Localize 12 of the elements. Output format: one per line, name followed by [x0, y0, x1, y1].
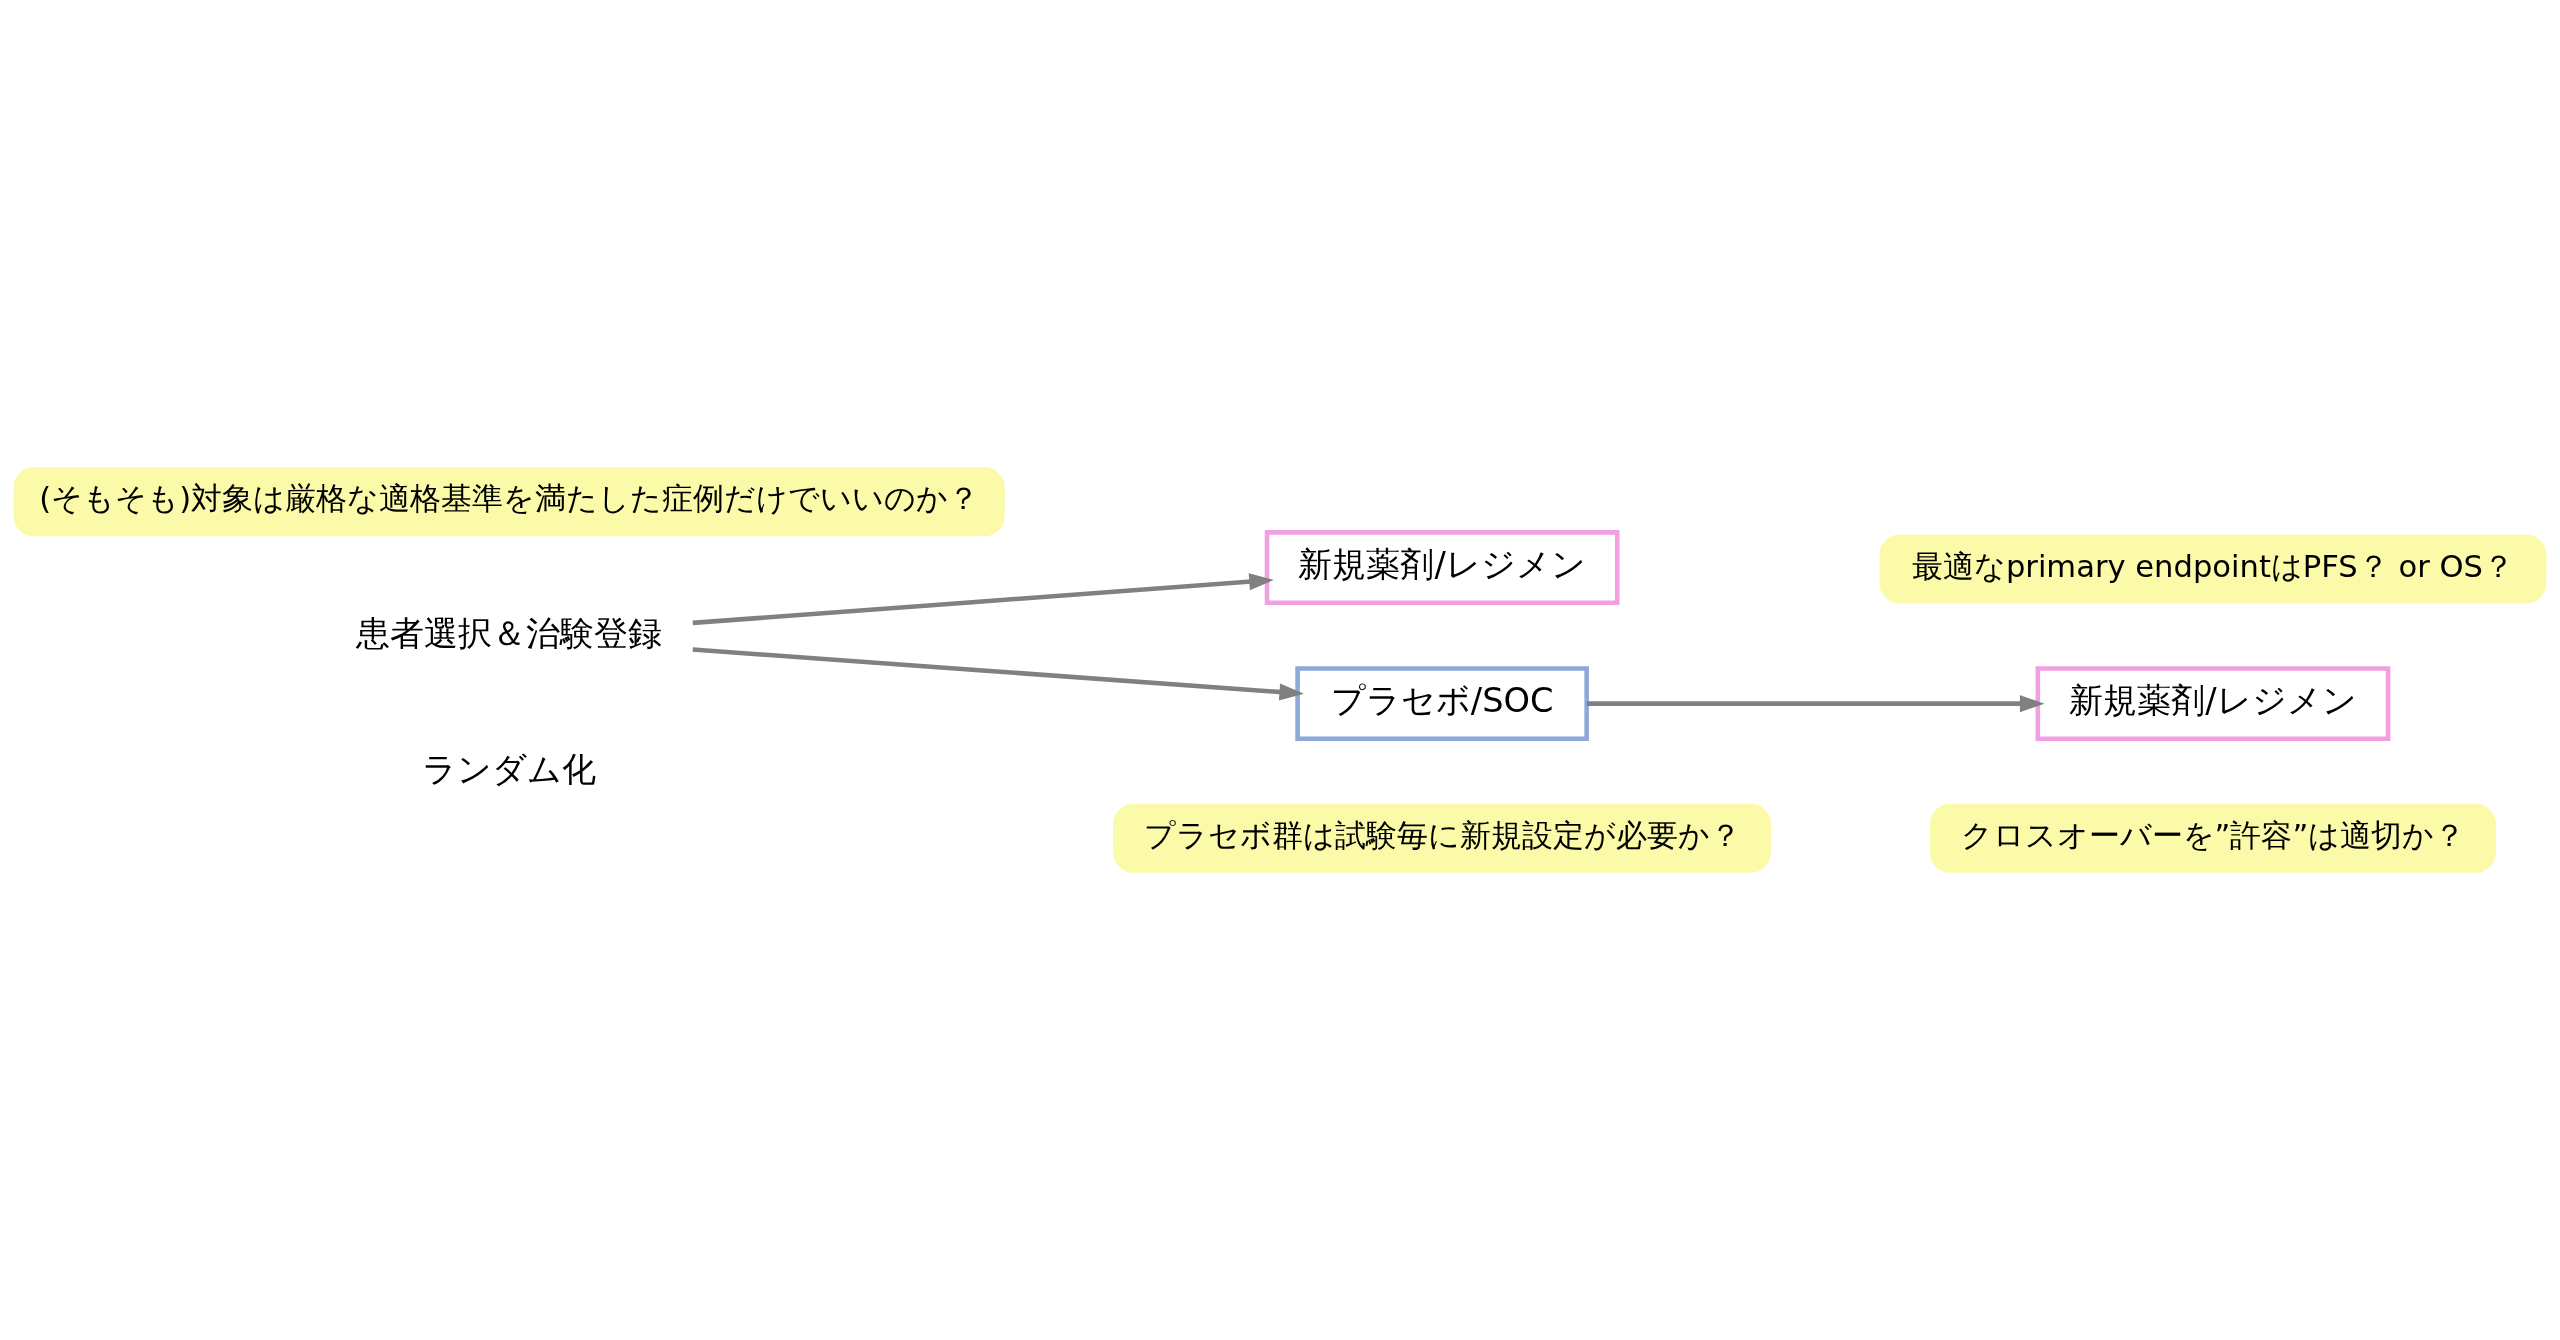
arrow	[692, 573, 1274, 626]
node-box: クロスオーバーを”許容”は適切か？	[1930, 803, 2496, 873]
arrow	[1586, 695, 2045, 713]
node-box: (そもそも)対象は厳格な適格基準を満たした症例だけでいいのか？	[13, 467, 1005, 537]
node-box: 新規薬剤/レジメン	[1264, 530, 1620, 605]
node-box: プラセボ群は試験毎に新規設定が必要か？	[1113, 803, 1771, 873]
node-text: 患者選択＆治験登録	[356, 613, 663, 653]
arrow	[692, 647, 1304, 701]
node-box: プラセボ/SOC	[1295, 666, 1589, 742]
label: ランダム化	[422, 750, 597, 790]
node-box: 新規薬剤/レジメン	[2035, 666, 2391, 742]
node-box: 最適なprimary endpointはPFS？ or OS？	[1879, 534, 2547, 604]
